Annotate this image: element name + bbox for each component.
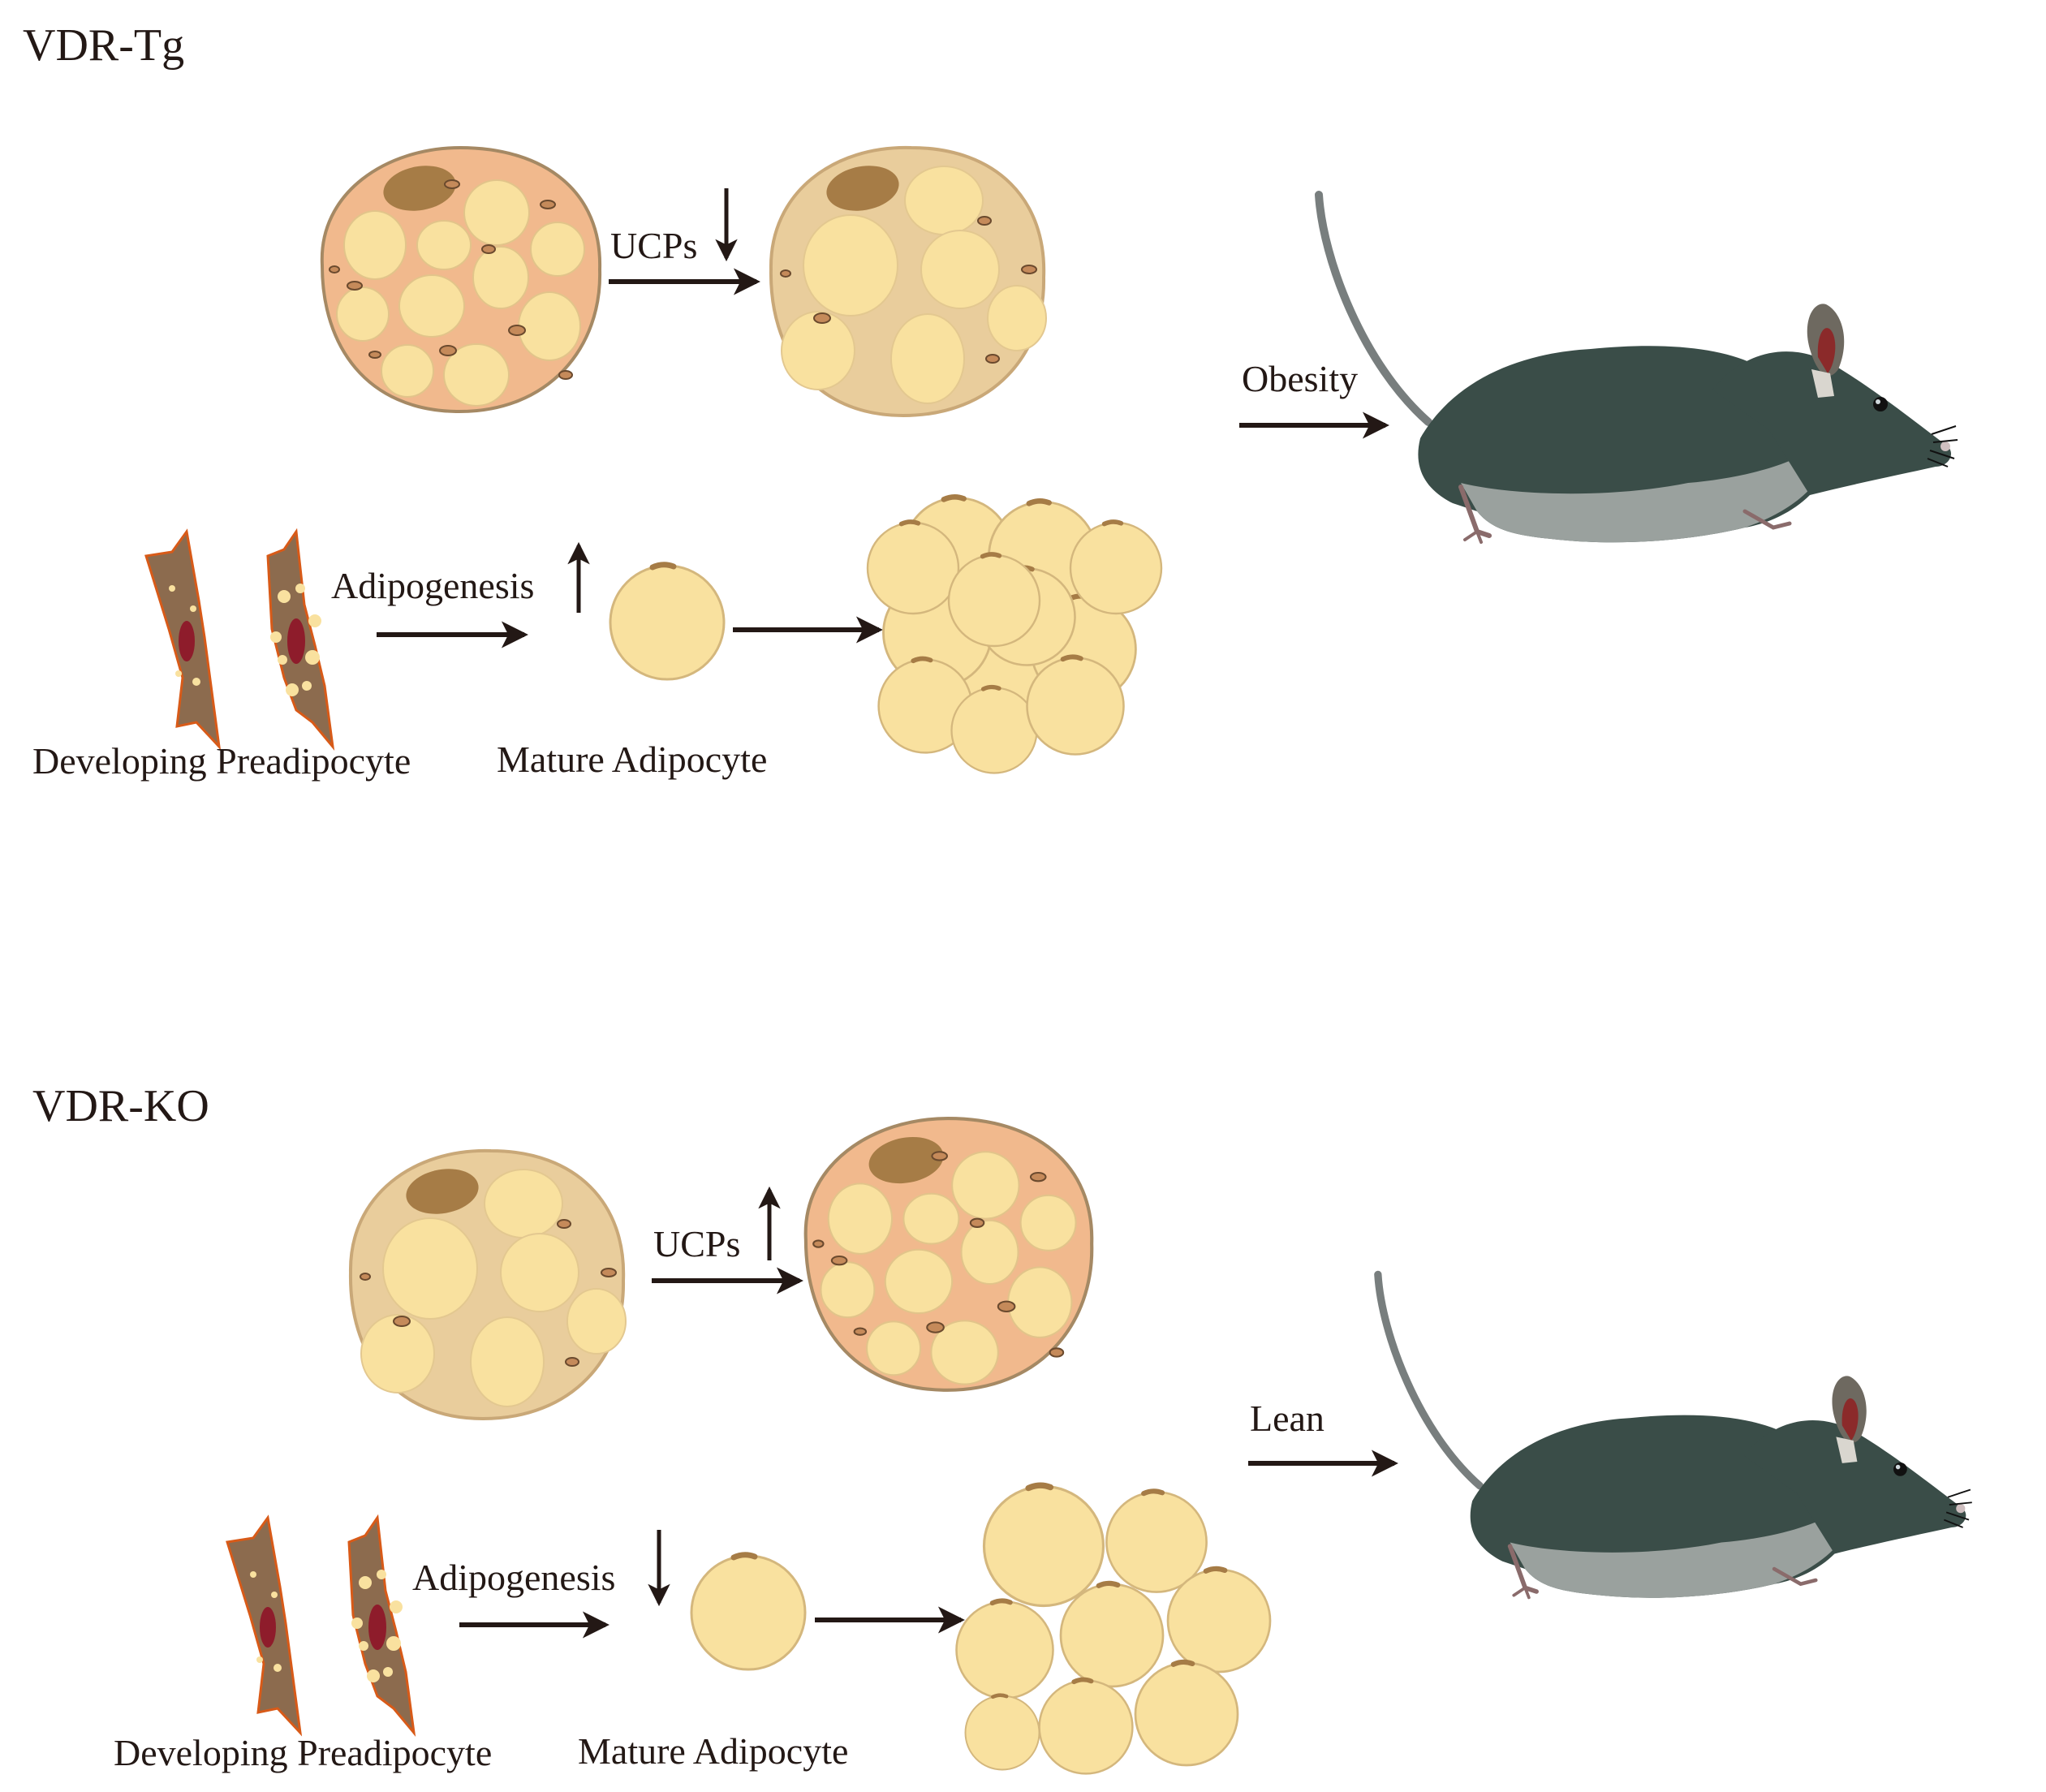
white-adipocyte-cell [348,1148,627,1420]
adipocyte-cluster-small [957,1485,1271,1773]
mature-adipocyte-cell [610,565,724,679]
obesity-label: Obesity [1242,358,1359,399]
adipogenesis-label: Adipogenesis [412,1557,616,1598]
brown-adipocyte-cell [806,1118,1092,1390]
mature-adipocyte-cell [691,1555,805,1669]
adipocyte-cluster-large [868,497,1161,773]
adipogenesis-label: Adipogenesis [331,565,535,606]
panel-vdr-tg [144,145,1958,773]
preadipocyte-caption: Developing Preadipocyte [32,740,411,782]
preadipocyte-cells [226,1516,416,1734]
lean-label: Lean [1250,1398,1325,1439]
mouse-obese-icon [1319,195,1958,542]
mouse-lean-icon [1378,1274,1972,1597]
adipocyte-caption: Mature Adipocyte [578,1730,849,1772]
ucps-label: UCPs [610,225,698,266]
panel-vdr-ko [226,1118,1972,1773]
preadipocyte-cells [144,530,334,748]
white-adipocyte-cell [769,145,1048,417]
preadipocyte-caption: Developing Preadipocyte [114,1732,493,1773]
adipocyte-caption: Mature Adipocyte [497,739,768,780]
ucps-label: UCPs [653,1223,741,1264]
panel-title-vdr-tg: VDR-Tg [23,20,185,71]
panel-title-vdr-ko: VDR-KO [32,1081,209,1131]
brown-adipocyte-cell [320,146,602,414]
